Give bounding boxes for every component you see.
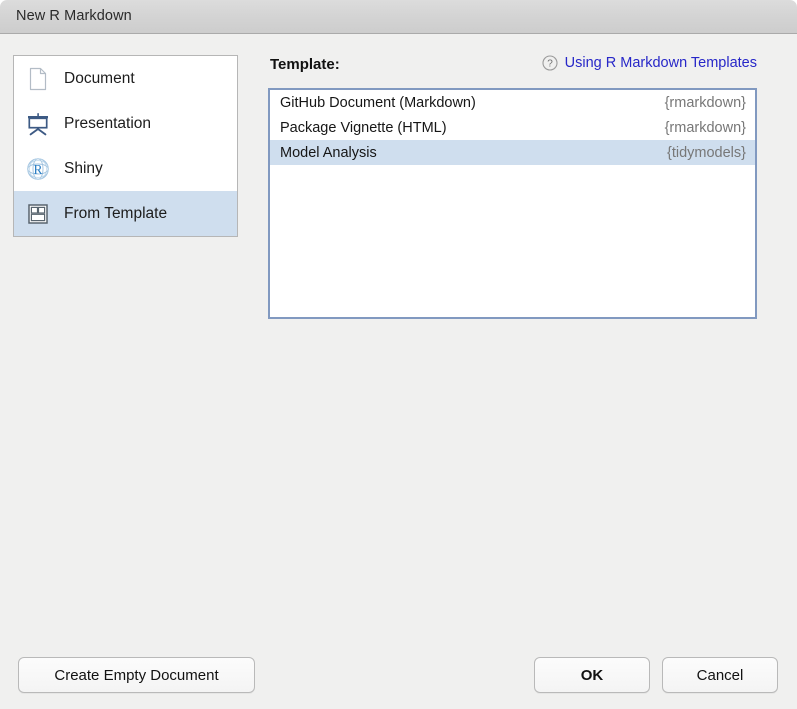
format-sidebar-list[interactable]: Document Presentation (13, 55, 238, 237)
sidebar-item-presentation[interactable]: Presentation (14, 101, 237, 146)
sidebar-item-label: Presentation (64, 114, 152, 132)
sidebar-item-label: Shiny (64, 159, 103, 177)
ok-button[interactable]: OK (534, 657, 650, 693)
presentation-icon (25, 111, 51, 137)
shiny-r-logo-icon: R (25, 156, 51, 182)
sidebar-item-label: From Template (64, 204, 168, 222)
sidebar-item-shiny[interactable]: R Shiny (14, 146, 237, 191)
cancel-button[interactable]: Cancel (662, 657, 778, 693)
dialog-body: Document Presentation (0, 35, 797, 709)
template-list-item[interactable]: GitHub Document (Markdown) {rmarkdown} (270, 90, 755, 115)
create-empty-document-button[interactable]: Create Empty Document (18, 657, 255, 693)
template-package: {rmarkdown} (664, 119, 746, 136)
from-template-icon (25, 201, 51, 227)
title-bar: New R Markdown (0, 0, 797, 34)
template-name: Package Vignette (HTML) (280, 119, 447, 136)
document-icon (25, 66, 51, 92)
svg-text:?: ? (547, 59, 553, 70)
template-list-item[interactable]: Package Vignette (HTML) {rmarkdown} (270, 115, 755, 140)
svg-text:R: R (33, 162, 42, 177)
help-link-group[interactable]: ? Using R Markdown Templates (542, 55, 757, 71)
template-label: Template: (270, 56, 340, 73)
sidebar-item-from-template[interactable]: From Template (14, 191, 237, 236)
window-title: New R Markdown (16, 8, 132, 24)
template-header: Template: ? Using R Markdown Templates (268, 55, 757, 79)
using-r-markdown-templates-link[interactable]: Using R Markdown Templates (564, 55, 757, 71)
template-pane: Template: ? Using R Markdown Templates G… (268, 35, 768, 335)
template-list-box[interactable]: GitHub Document (Markdown) {rmarkdown} P… (268, 88, 757, 319)
template-name: GitHub Document (Markdown) (280, 94, 476, 111)
template-list-item[interactable]: Model Analysis {tidymodels} (270, 140, 755, 165)
question-mark-icon[interactable]: ? (542, 55, 558, 71)
template-package: {rmarkdown} (664, 94, 746, 111)
template-name: Model Analysis (280, 144, 377, 161)
template-package: {tidymodels} (667, 144, 746, 161)
sidebar-item-document[interactable]: Document (14, 56, 237, 101)
sidebar-item-label: Document (64, 69, 135, 87)
